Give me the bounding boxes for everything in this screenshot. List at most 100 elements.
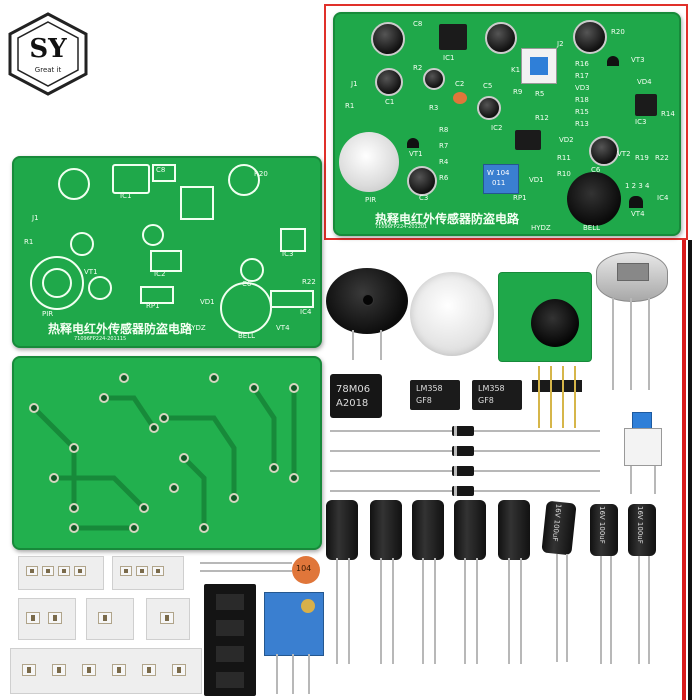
front-pad-pir-inner bbox=[42, 268, 72, 298]
zoom-label-r2: R2 bbox=[413, 64, 423, 72]
zoom-label-r19: R19 bbox=[635, 154, 649, 162]
zoom-label-vd1: VD1 bbox=[529, 176, 544, 184]
front-label-r1: R1 bbox=[24, 238, 34, 246]
wire-red bbox=[682, 240, 686, 700]
buzzer bbox=[326, 268, 408, 340]
smd-chip bbox=[98, 612, 112, 624]
wire-black bbox=[688, 240, 692, 700]
zoom-label-vd4: VD4 bbox=[637, 78, 652, 86]
zoom-buzzer bbox=[567, 172, 621, 226]
zoom-cap-c6 bbox=[589, 136, 619, 166]
smd-chip bbox=[26, 612, 40, 624]
ceramic-cap-lead-b bbox=[200, 570, 292, 572]
zoom-label-pir: PIR bbox=[365, 196, 377, 204]
pot-label: W 104 bbox=[487, 169, 510, 177]
front-label-vt4: VT4 bbox=[276, 324, 290, 332]
smd-chip bbox=[22, 664, 36, 676]
smd-strip-6 bbox=[10, 648, 202, 694]
smd-transistor-tape bbox=[204, 584, 256, 696]
zoom-transistor-vt4 bbox=[629, 196, 643, 208]
pcb-front: 热释电红外传感器防盗电路 HYDZ PIR BELL 71096FP224-20… bbox=[12, 156, 322, 348]
ceramic-cap-lead-a bbox=[200, 562, 292, 564]
switch-button-icon bbox=[530, 57, 548, 75]
zoom-board-maker: HYDZ bbox=[531, 224, 551, 232]
zoom-label-r18: R18 bbox=[575, 96, 589, 104]
front-label-pir: PIR bbox=[42, 310, 54, 318]
smd-chip bbox=[82, 664, 96, 676]
zoom-label-r12: R12 bbox=[535, 114, 549, 122]
zoom-label-r11: R11 bbox=[557, 154, 571, 162]
push-switch bbox=[622, 412, 666, 472]
diode-4 bbox=[452, 486, 474, 496]
zoom-ic2 bbox=[515, 130, 541, 150]
front-label-c6: C6 bbox=[242, 280, 252, 288]
trimmer-leg-1 bbox=[276, 654, 278, 694]
pir-sensor-window bbox=[617, 263, 649, 281]
header-pin-2 bbox=[550, 366, 552, 428]
zoom-board-title: 热释电红外传感器防盗电路 bbox=[375, 212, 520, 226]
diode-2 bbox=[452, 446, 474, 456]
cap5-leg-b bbox=[520, 558, 522, 664]
zoom-label-r14: R14 bbox=[661, 110, 675, 118]
front-label-rp1: RP1 bbox=[146, 302, 160, 310]
electrolytic-cap-5 bbox=[498, 500, 530, 560]
front-pad-ic4 bbox=[270, 290, 314, 308]
smd-chip bbox=[172, 664, 186, 676]
front-board-serial: 71096FP224-201115 bbox=[74, 336, 127, 342]
zoom-label-c8: C8 bbox=[413, 20, 423, 28]
tape-cell bbox=[216, 594, 244, 610]
sound-module-board bbox=[498, 272, 592, 362]
smd-chip bbox=[58, 566, 70, 576]
zoom-label-vt4: VT4 bbox=[631, 210, 645, 218]
zoom-electrolytic-c6 bbox=[573, 20, 607, 54]
zoom-label-r22: R22 bbox=[655, 154, 669, 162]
cap1-leg-b bbox=[348, 558, 350, 664]
ic-b-text-1: LM358 bbox=[478, 384, 505, 393]
zoom-label-vt2: VT2 bbox=[617, 150, 631, 158]
electrolytic-cap-1 bbox=[326, 500, 358, 560]
regulator-text-1: 78M06 bbox=[336, 384, 371, 395]
zoom-label-r7: R7 bbox=[439, 142, 449, 150]
zoom-label-r17: R17 bbox=[575, 72, 589, 80]
cap6-text: 16V 100uF bbox=[550, 503, 563, 542]
front-board-title: 热释电红外传感器防盗电路 bbox=[48, 322, 193, 336]
zoom-label-r10: R10 bbox=[557, 170, 571, 178]
smd-chip bbox=[48, 612, 62, 624]
zoom-label-j2: J2 bbox=[557, 40, 564, 48]
buzzer-leg-1 bbox=[352, 330, 354, 360]
cap8-text: 16V 100uF bbox=[636, 506, 644, 544]
front-label-c8: C8 bbox=[156, 166, 166, 174]
pin-header bbox=[532, 380, 582, 392]
cap2-leg-b bbox=[392, 558, 394, 664]
diode-3 bbox=[452, 466, 474, 476]
zoom-label-c5: C5 bbox=[483, 82, 493, 90]
front-pad-bell bbox=[220, 282, 272, 334]
zoom-label-j1: J1 bbox=[351, 80, 358, 88]
zoom-label-r4: R4 bbox=[439, 158, 449, 166]
front-pad-c9 bbox=[58, 168, 90, 200]
pir-sensor-can bbox=[596, 252, 668, 302]
cap6-leg-b bbox=[566, 554, 568, 662]
cap8-leg-a bbox=[638, 556, 640, 664]
front-label-vd1: VD1 bbox=[200, 298, 215, 306]
zoom-label-vd2: VD2 bbox=[559, 136, 574, 144]
zoomed-pcb: W 104 011 C8 IC1 J2 R20 VT3 J1 R2 C2 C5 … bbox=[333, 12, 681, 236]
front-pad-k1 bbox=[180, 186, 214, 220]
tape-cell bbox=[216, 672, 244, 688]
cap7-leg-a bbox=[600, 556, 602, 664]
cap5-leg-a bbox=[508, 558, 510, 664]
front-pad-ic2 bbox=[150, 250, 182, 272]
front-pad-c8 bbox=[152, 164, 176, 182]
ic-a-text-2: GF8 bbox=[416, 396, 432, 405]
zoom-label-ic1: IC1 bbox=[443, 54, 455, 62]
ic-b-text-2: GF8 bbox=[478, 396, 494, 405]
zoom-label-vd3: VD3 bbox=[575, 84, 590, 92]
header-pin-3 bbox=[562, 366, 564, 428]
zoom-label-r20: R20 bbox=[611, 28, 625, 36]
pir-leg-3 bbox=[648, 298, 650, 390]
electrolytic-cap-6: 16V 100uF bbox=[541, 500, 577, 556]
electrolytic-cap-8: 16V 100uF bbox=[628, 504, 656, 556]
zoom-label-c6: C6 bbox=[591, 166, 601, 174]
zoom-label-r16: R16 bbox=[575, 60, 589, 68]
trimmer-leg-2 bbox=[292, 654, 294, 694]
